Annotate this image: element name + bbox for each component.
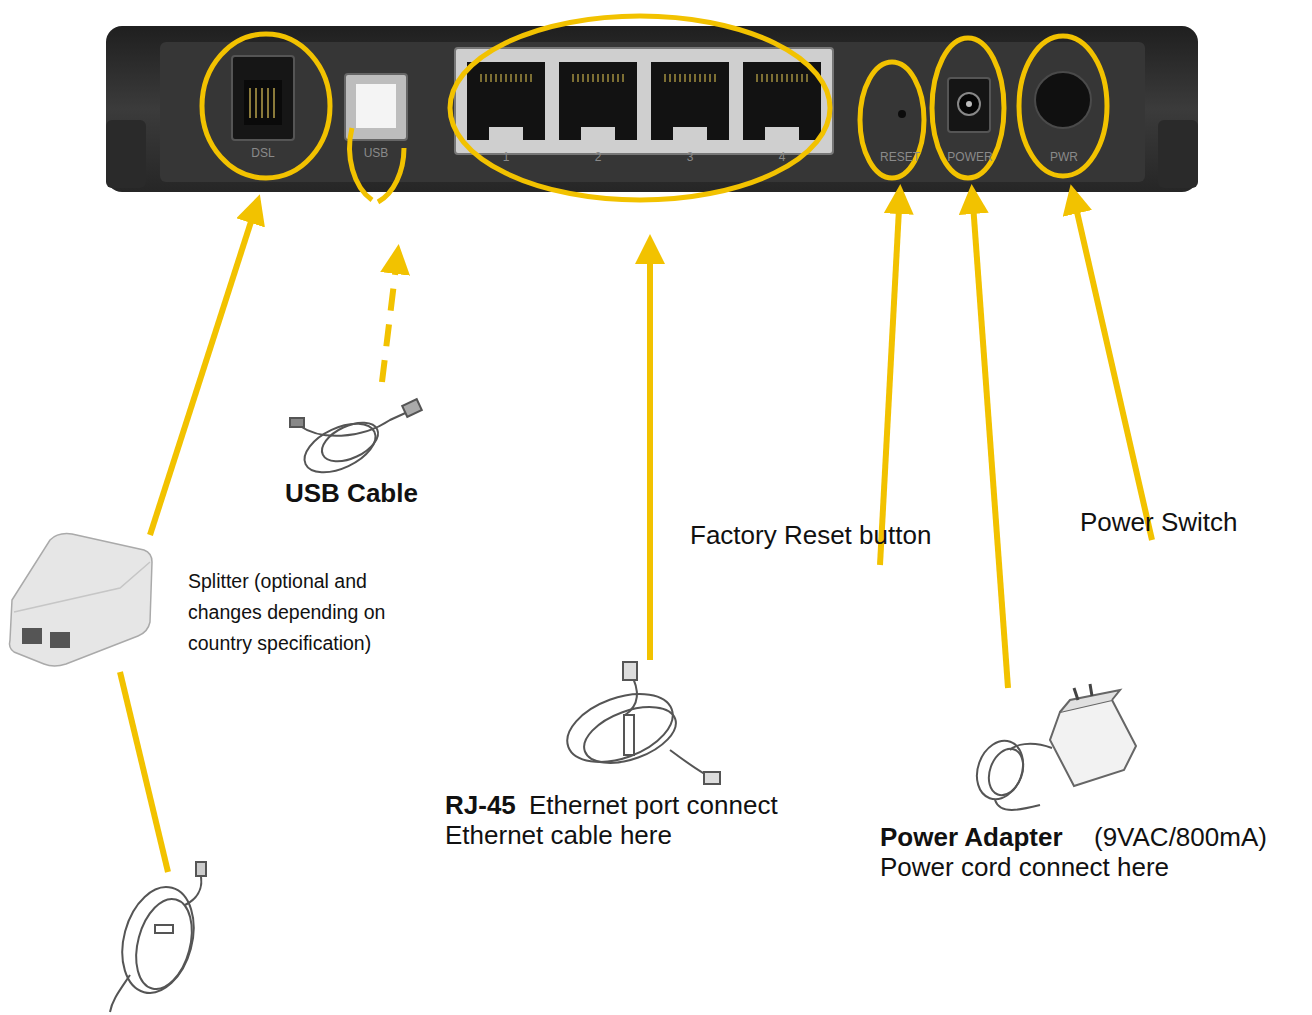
leader-arrow [972, 190, 1008, 688]
cable-wire [995, 800, 1040, 810]
reset-hole [898, 110, 906, 118]
highlight-arc [350, 128, 372, 200]
arrow-group [120, 190, 1152, 872]
ethernet-port-block [455, 48, 833, 154]
splitter-port [50, 632, 70, 648]
cable-wire [300, 410, 412, 436]
port-name: RESET [868, 150, 932, 164]
leader-arrow [150, 200, 258, 535]
usb-plug [402, 399, 422, 417]
adapter-prongs [1074, 684, 1092, 700]
part-label: Power Adapter [880, 822, 1100, 852]
adapter-top [1060, 690, 1120, 712]
rj45-plug [623, 662, 637, 680]
router-body [106, 26, 1198, 192]
jack-contacts [250, 88, 274, 118]
highlight-circle [450, 16, 830, 200]
port-number: 4 [743, 150, 821, 164]
highlight-circle [202, 34, 330, 178]
callout-text: Power cord connect here [880, 852, 1280, 882]
splitter-body [10, 534, 153, 666]
note-text: Splitter (optional and changes depending… [188, 566, 433, 659]
callout-text: Factory Reset button [690, 520, 990, 550]
leader-arrow-dashed [382, 250, 398, 382]
port-name: PWR [1040, 150, 1088, 164]
leader-arrow [1072, 190, 1152, 540]
part-label: USB Cable [285, 478, 485, 508]
cable-loop [316, 415, 384, 469]
adapter-body [1050, 700, 1136, 786]
port-name: POWER [938, 150, 1002, 164]
splitter-edge [14, 562, 150, 612]
cable-tie [155, 925, 173, 933]
cable-wire [1010, 744, 1052, 750]
spec-text: (9VAC/800mA) [1094, 822, 1310, 852]
jack-contacts [480, 74, 808, 82]
usb-plug [290, 418, 304, 427]
power-adapter-drawing [969, 684, 1136, 810]
splitter-drawing [10, 534, 153, 666]
usb-port-insert [356, 84, 396, 128]
usb-port [345, 74, 407, 140]
highlight-circle [1019, 36, 1107, 176]
port-number: 1 [467, 150, 545, 164]
port-number: 2 [559, 150, 637, 164]
power-jack-socket [958, 93, 980, 115]
leader-line [120, 672, 168, 872]
highlight-circle [932, 38, 1004, 178]
usb-cable-drawing [290, 399, 422, 482]
dsl-jack-opening [244, 80, 282, 125]
dsl-jack [232, 56, 294, 140]
cable-loop [558, 681, 682, 775]
leader-arrow [647, 240, 653, 660]
callout-text: Ethernet port connect Ethernet cable her… [445, 790, 840, 850]
cable-tie [624, 715, 634, 755]
callout-text: Power Switch [1080, 507, 1300, 537]
leader-arrow [880, 190, 900, 565]
ethernet-cable-drawing [558, 662, 720, 784]
port-name: USB [345, 146, 407, 160]
splitter-port [22, 628, 42, 644]
router-foot [1158, 120, 1198, 188]
power-jack-pin [966, 101, 972, 107]
highlight-group [202, 16, 1107, 202]
jack-latch-slot [490, 128, 798, 140]
port-number: 3 [651, 150, 729, 164]
router-foot [106, 120, 146, 188]
cable-loop [577, 696, 684, 774]
power-jack [948, 78, 990, 132]
power-cord [969, 734, 1052, 810]
port-name: DSL [232, 146, 294, 160]
phone-cable-drawing [110, 862, 206, 1012]
power-switch-button [1035, 72, 1091, 128]
rj45-plug [704, 772, 720, 784]
cable-wire [110, 975, 130, 1012]
rj11-plug [196, 862, 206, 876]
cable-loop [127, 893, 201, 995]
cable-loop [983, 744, 1029, 800]
